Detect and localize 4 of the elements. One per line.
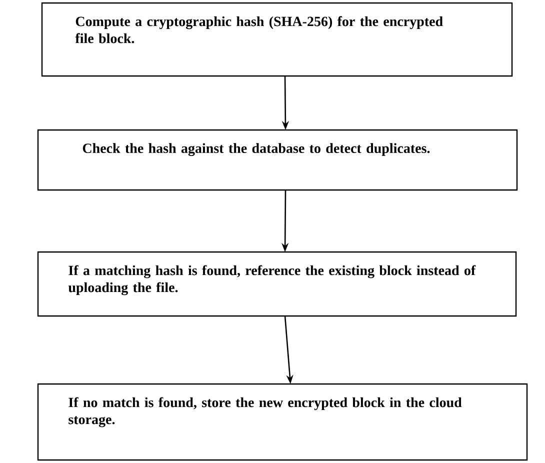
process-box: Check the hash against the database to detect duplicates.	[37, 129, 518, 191]
process-box: Compute a cryptographic hash (SHA-256) for the encrypted file block.	[41, 2, 513, 77]
process-box: If no match is found, store the new encrypted block in the cloud storage.	[37, 383, 528, 461]
process-box: If a matching hash is found, reference the existing block instead of uploading the file.	[37, 251, 517, 317]
